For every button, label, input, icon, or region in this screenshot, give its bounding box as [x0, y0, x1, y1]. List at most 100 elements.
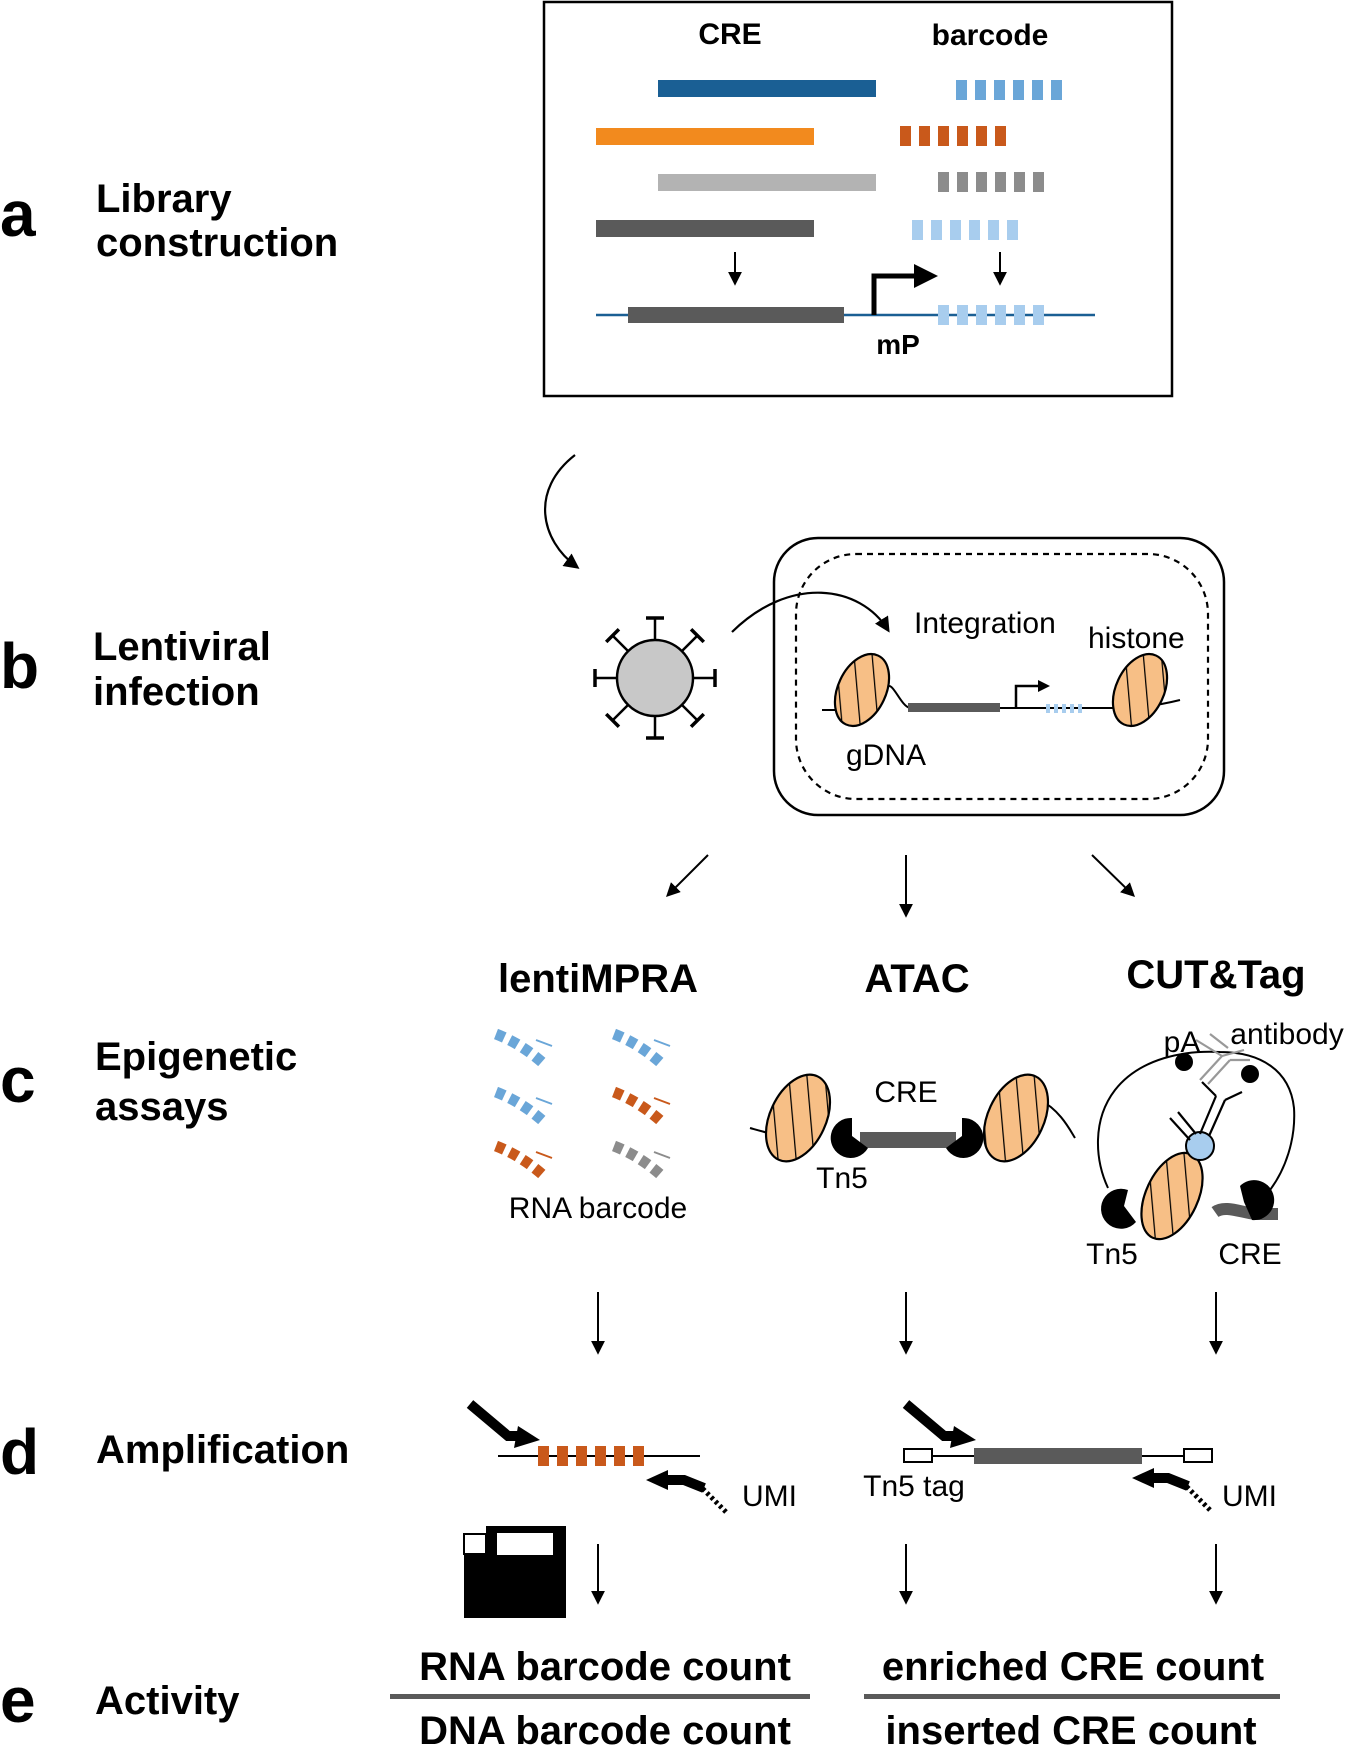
barcode-segment — [975, 80, 986, 100]
barcode-segment — [957, 126, 968, 146]
atac-cre-label: CRE — [874, 1076, 937, 1109]
step-title-line: Lentiviral — [93, 625, 271, 669]
barcode-segment — [557, 1446, 568, 1466]
cre-fragment-light-gray — [658, 174, 876, 191]
atac-cre — [860, 1132, 956, 1148]
barcode-segment — [995, 172, 1006, 192]
step-b: b Lentiviral infection — [0, 625, 271, 714]
secondary-antibody-icon — [1195, 1033, 1250, 1085]
barcode-segment — [976, 172, 987, 192]
tn5-right-icon — [946, 1117, 984, 1158]
integration-label: Integration — [914, 607, 1056, 640]
right-numerator: enriched CRE count — [882, 1645, 1264, 1689]
histone-left — [833, 652, 891, 728]
rna-barcode-molecules — [493, 1028, 671, 1181]
virus-spike — [611, 634, 630, 653]
barcode-segment — [1054, 704, 1058, 713]
umi-tail — [700, 1486, 728, 1514]
umi-label-right: UMI — [1222, 1480, 1277, 1513]
arrow-to-lentimpra — [666, 854, 709, 897]
amplicon-barcode — [538, 1446, 644, 1466]
barcode-segment — [1078, 704, 1082, 713]
cre-fragment-dark-gray — [596, 220, 814, 237]
rna-molecule — [611, 1086, 671, 1127]
virus-spike-cap — [604, 712, 621, 729]
tn5-left-icon — [830, 1117, 868, 1158]
barcode-segment — [633, 1446, 644, 1466]
left-numerator: RNA barcode count — [419, 1645, 791, 1689]
fraction-bar — [390, 1694, 810, 1699]
cell-membrane — [772, 536, 1226, 817]
cre-fragment-orange — [596, 128, 814, 145]
primary-antibody-icon — [1169, 1081, 1243, 1141]
barcode-segment — [900, 126, 911, 146]
umi-label-left: UMI — [742, 1480, 797, 1513]
step-title-line: assays — [95, 1085, 228, 1129]
activity-left-ratio: RNA barcode count DNA barcode count — [390, 1645, 810, 1746]
nucleus — [794, 552, 1210, 801]
barcode-segment — [1070, 704, 1074, 713]
virus-spike-cap — [689, 627, 706, 644]
promoter-label: mP — [876, 329, 920, 360]
right-denominator: inserted CRE count — [885, 1709, 1256, 1746]
integrated-promoter-icon — [1014, 684, 1040, 708]
amplification-right: Tn5 tag UMI — [863, 1400, 1277, 1513]
rna-strand — [493, 1028, 548, 1069]
barcode-segment — [988, 220, 999, 240]
barcode-segment — [1033, 305, 1044, 325]
barcode-header: barcode — [932, 19, 1049, 52]
rna-strand — [493, 1140, 548, 1181]
barcode-segment — [1062, 704, 1066, 713]
integrated-barcode — [1046, 704, 1082, 713]
barcode-segment — [1046, 704, 1050, 713]
integrated-cre — [908, 703, 1000, 712]
step-title-line: Epigenetic — [95, 1035, 297, 1079]
atac-title: ATAC — [864, 957, 969, 1001]
rna-strand — [611, 1028, 666, 1069]
forward-primer-arrowhead — [950, 1426, 976, 1448]
barcode-segment — [1033, 172, 1044, 192]
barcode-segment — [995, 126, 1006, 146]
reverse-primer-arrowhead — [646, 1470, 668, 1490]
tn5-tag-right — [1183, 1448, 1213, 1463]
barcode-segment — [938, 126, 949, 146]
rna-molecule — [611, 1028, 671, 1069]
barcode-segment — [1014, 172, 1025, 192]
rna-strand — [611, 1140, 666, 1181]
step-letter: a — [0, 178, 36, 250]
barcode-segment — [1051, 80, 1062, 100]
lentimpra-title: lentiMPRA — [498, 957, 698, 1001]
step-title-line: Library — [96, 177, 232, 221]
barcode-segment — [976, 126, 987, 146]
barcode-segment — [595, 1446, 606, 1466]
step-letter: b — [0, 630, 39, 702]
barcode-segment — [950, 220, 961, 240]
pa-label: pA — [1164, 1026, 1201, 1059]
lentivirus-icon — [593, 616, 717, 740]
virus-spike-cap — [604, 627, 621, 644]
cuttag-dna-loop — [1096, 1050, 1296, 1191]
tn5-tag-left — [903, 1448, 933, 1463]
rna-molecule — [493, 1028, 553, 1069]
barcode-segment — [1007, 220, 1018, 240]
activity-right-ratio: enriched CRE count inserted CRE count — [864, 1645, 1280, 1746]
barcode-segment — [1032, 80, 1043, 100]
barcode-segment — [538, 1446, 549, 1466]
atac-diagram: CRE Tn5 — [749, 1073, 1076, 1195]
reverse-primer-icon — [664, 1475, 706, 1493]
pa-ball-left — [1175, 1053, 1193, 1071]
atac-histone-left — [764, 1073, 832, 1163]
cre-fragment-blue — [658, 80, 876, 97]
forward-primer-arrowhead — [514, 1426, 540, 1448]
step-title-line: infection — [93, 670, 260, 714]
library-box — [542, 0, 1174, 398]
barcode-segment — [995, 305, 1006, 325]
barcode-segment — [956, 80, 967, 100]
virus-spike — [611, 703, 630, 722]
rna-molecule — [611, 1140, 671, 1181]
forward-primer-icon — [902, 1400, 958, 1441]
left-denominator: DNA barcode count — [419, 1709, 791, 1746]
antibody-label: antibody — [1230, 1018, 1343, 1051]
umi-tail — [1184, 1484, 1212, 1512]
